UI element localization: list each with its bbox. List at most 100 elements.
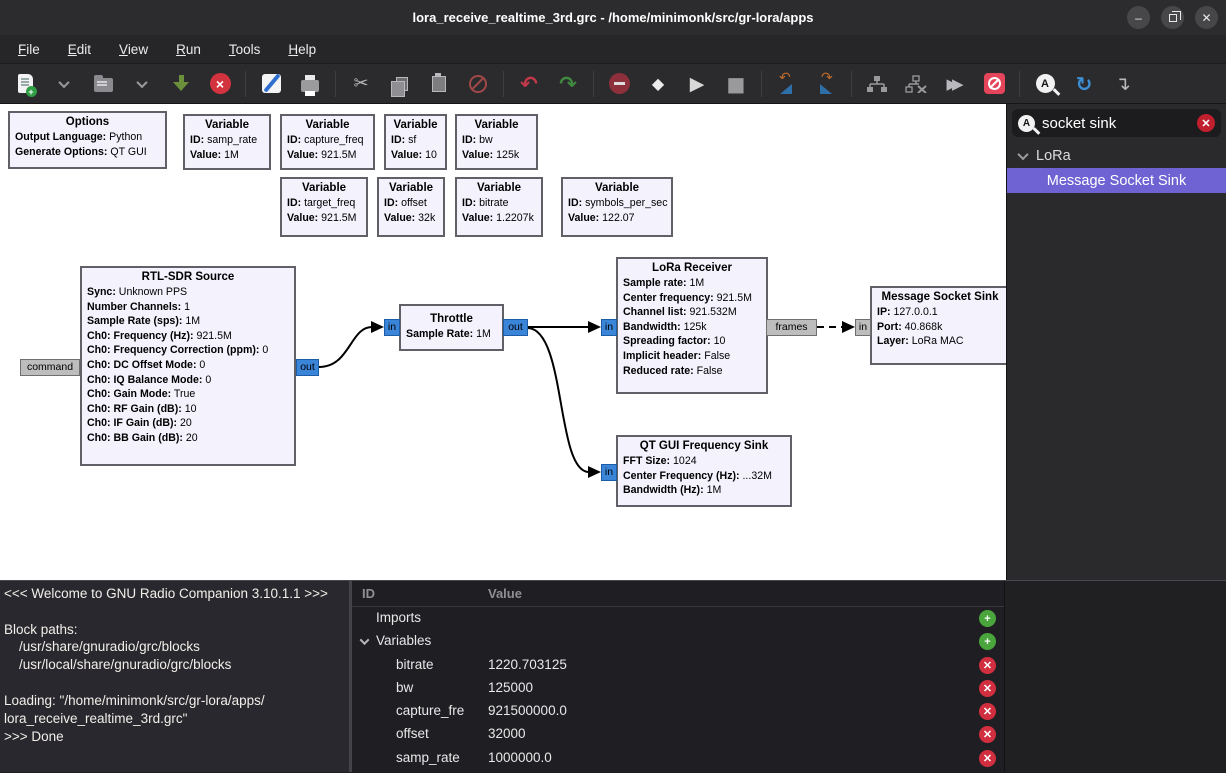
search-input[interactable] xyxy=(1042,114,1172,132)
variable-row[interactable]: capture_fre 921500000.0 ✕ xyxy=(352,700,1004,723)
new-type-dropdown[interactable] xyxy=(52,72,76,96)
variable-id[interactable]: bw xyxy=(396,679,414,695)
port-lora-in[interactable]: in xyxy=(601,319,617,336)
close-tab-button[interactable]: × xyxy=(208,72,232,96)
variable-row[interactable]: samp_rate 1000000.0 ✕ xyxy=(352,747,1004,770)
redo-button[interactable]: ↷ xyxy=(556,72,580,96)
variable-id[interactable]: bitrate xyxy=(396,656,434,672)
delete-button[interactable] xyxy=(466,72,490,96)
block-variable-target-freq[interactable]: Variable ID: target_freq Value: 921.5M xyxy=(280,177,368,237)
variable-value[interactable]: 32000 xyxy=(488,726,526,742)
block-param: Layer: LoRa MAC xyxy=(877,335,964,348)
remove-variable-button[interactable]: ✕ xyxy=(979,656,996,674)
menu-tools[interactable]: Tools xyxy=(228,41,261,57)
block-search-box[interactable]: A ✕ xyxy=(1012,109,1221,137)
save-button[interactable] xyxy=(169,72,193,96)
variable-id[interactable]: capture_fre xyxy=(396,703,465,719)
remove-variable-button[interactable]: ✕ xyxy=(979,749,996,767)
menu-edit[interactable]: Edit xyxy=(67,41,92,57)
reload-blocks-button[interactable]: ↻ xyxy=(1072,72,1096,96)
flowgraph-properties-button[interactable]: ◆ xyxy=(646,72,670,96)
open-recent-dropdown[interactable] xyxy=(130,72,154,96)
variable-row[interactable]: bitrate 1220.703125 ✕ xyxy=(352,654,1004,677)
enable-blocks-button[interactable] xyxy=(865,72,889,96)
variable-id[interactable]: offset xyxy=(396,726,429,742)
port-throttle-in[interactable]: in xyxy=(384,319,400,336)
variable-value[interactable]: 1220.703125 xyxy=(488,656,567,672)
clear-search-icon[interactable]: ✕ xyxy=(1197,114,1215,132)
flowgraph-canvas[interactable]: Options Output Language: Python Generate… xyxy=(0,104,1006,580)
close-window-icon[interactable]: ✕ xyxy=(1195,6,1218,29)
variable-value[interactable]: 921500000.0 xyxy=(488,703,567,719)
errors-icon xyxy=(608,73,630,94)
menu-view[interactable]: View xyxy=(119,41,149,57)
variable-value[interactable]: 125000 xyxy=(488,679,534,695)
block-variable-sf[interactable]: Variable ID: sf Value: 10 xyxy=(384,114,447,170)
menu-file[interactable]: File xyxy=(18,41,40,57)
port-command-in[interactable]: command xyxy=(20,359,80,376)
block-variable-bw[interactable]: Variable ID: bw Value: 125k xyxy=(455,114,538,170)
block-variable-capture-freq[interactable]: Variable ID: capture_freq Value: 921.5M xyxy=(280,114,375,170)
block-param: Ch0: Frequency (Hz): 921.5M xyxy=(87,329,232,342)
menu-run[interactable]: Run xyxy=(176,41,201,57)
menu-help[interactable]: Help xyxy=(288,41,317,57)
block-param: Ch0: Frequency Correction (ppm): 0 xyxy=(87,344,269,357)
print-button[interactable] xyxy=(298,72,322,96)
block-variable-offset[interactable]: Variable ID: offset Value: 32k xyxy=(377,177,445,237)
arrowhead xyxy=(588,466,601,478)
port-mss-in[interactable]: in xyxy=(855,319,871,336)
remove-variable-button[interactable]: ✕ xyxy=(979,679,996,697)
view-errors-button[interactable] xyxy=(607,72,631,96)
block-qt-gui-frequency-sink[interactable]: QT GUI Frequency Sink FFT Size: 1024 Cen… xyxy=(616,435,792,507)
category-lora[interactable]: LoRa xyxy=(1007,143,1226,168)
window-title: lora_receive_realtime_3rd.grc - /home/mi… xyxy=(412,10,814,25)
paste-button[interactable] xyxy=(427,72,451,96)
open-flowgraph-button[interactable] xyxy=(91,72,115,96)
column-id: ID xyxy=(362,586,375,601)
title-bar: lora_receive_realtime_3rd.grc - /home/mi… xyxy=(0,0,1226,35)
rotate-cw-button[interactable]: ↷ xyxy=(814,70,838,96)
minimize-icon[interactable]: – xyxy=(1127,6,1150,29)
chevron-down-icon[interactable] xyxy=(359,635,370,646)
variable-row[interactable]: offset 32000 ✕ xyxy=(352,723,1004,746)
kill-button[interactable]: ■ xyxy=(724,72,748,96)
import-button[interactable]: ↴ xyxy=(1111,72,1135,96)
block-variable-bitrate[interactable]: Variable ID: bitrate Value: 1.2207k xyxy=(455,177,543,237)
variable-row[interactable]: bw 125000 ✕ xyxy=(352,677,1004,700)
library-item-message-socket-sink[interactable]: Message Socket Sink xyxy=(1007,168,1226,193)
group-row-variables[interactable]: Variables + xyxy=(352,630,1004,653)
block-message-socket-sink[interactable]: Message Socket Sink IP: 127.0.0.1 Port: … xyxy=(870,286,1006,365)
remove-variable-button[interactable]: ✕ xyxy=(979,726,996,744)
restore-icon[interactable] xyxy=(1161,6,1184,29)
properties-button[interactable] xyxy=(259,72,283,96)
block-options[interactable]: Options Output Language: Python Generate… xyxy=(8,111,167,169)
block-title: Variable xyxy=(305,119,350,131)
copy-button[interactable] xyxy=(388,72,412,97)
block-rtl-sdr-source[interactable]: RTL-SDR Source Sync: Unknown PPS Number … xyxy=(80,266,296,466)
execute-button[interactable]: ▶ xyxy=(685,72,709,96)
new-flowgraph-button[interactable] xyxy=(13,72,37,97)
variable-value[interactable]: 1000000.0 xyxy=(488,749,552,765)
bypass-blocks-button[interactable]: ▶▶ xyxy=(943,72,967,96)
undo-button[interactable]: ↶ xyxy=(517,72,541,96)
group-row-imports[interactable]: Imports + xyxy=(352,607,1004,630)
toggle-disabled-button[interactable] xyxy=(982,72,1006,96)
variable-id[interactable]: samp_rate xyxy=(396,749,460,765)
block-lora-receiver[interactable]: LoRa Receiver Sample rate: 1M Center fre… xyxy=(616,257,768,394)
add-variable-button[interactable]: + xyxy=(979,633,996,651)
add-import-button[interactable]: + xyxy=(979,610,996,627)
remove-variable-button[interactable]: ✕ xyxy=(979,703,996,721)
block-variable-symbols-per-sec[interactable]: Variable ID: symbols_per_sec Value: 122.… xyxy=(561,177,673,237)
block-variable-samp-rate[interactable]: Variable ID: samp_rate Value: 1M xyxy=(183,114,271,170)
find-a-icon: A xyxy=(1035,74,1055,93)
disable-blocks-button[interactable] xyxy=(904,72,928,96)
port-freqsink-in[interactable]: in xyxy=(601,464,617,481)
cut-button[interactable]: ✂ xyxy=(349,72,373,96)
block-throttle[interactable]: Throttle Sample Rate: 1M xyxy=(399,304,504,351)
port-rtl-out[interactable]: out xyxy=(296,359,319,376)
port-frames-out[interactable]: frames xyxy=(766,319,817,336)
find-blocks-button[interactable]: A xyxy=(1033,72,1057,96)
rotate-ccw-button[interactable]: ↶ xyxy=(775,70,799,96)
console-output: <<< Welcome to GNU Radio Companion 3.10.… xyxy=(0,581,352,772)
port-throttle-out[interactable]: out xyxy=(503,319,528,336)
